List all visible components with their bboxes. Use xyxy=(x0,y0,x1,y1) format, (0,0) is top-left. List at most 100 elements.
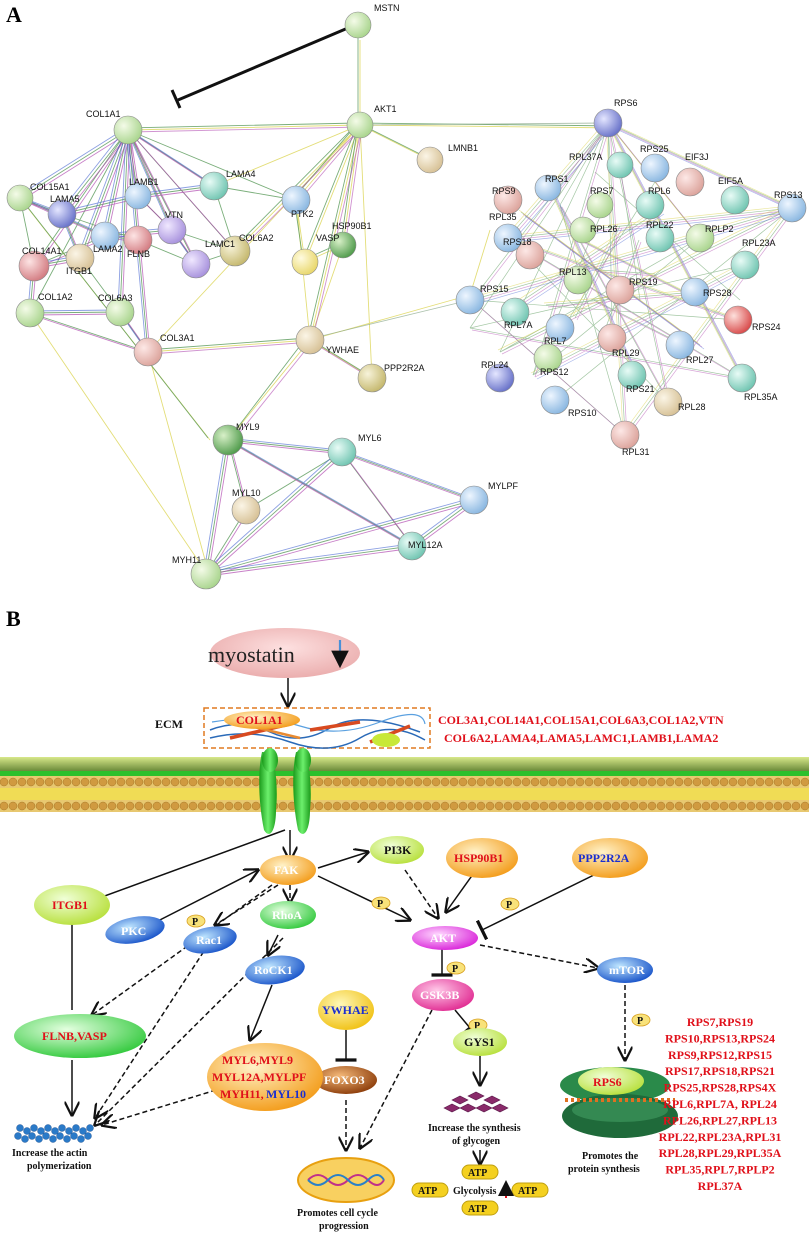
node-col14a1 xyxy=(18,250,50,282)
node-col6a3 xyxy=(105,297,135,327)
node-lmnb1 xyxy=(416,146,444,174)
node-pi3k xyxy=(370,836,424,864)
node-rhoa xyxy=(260,901,316,929)
node-rps15 xyxy=(455,285,485,315)
node-rps10 xyxy=(540,385,570,415)
node-col1a1 xyxy=(113,115,143,145)
node-lamb1 xyxy=(124,182,152,210)
label-flnb: FLNB xyxy=(127,249,150,259)
ribosomal-gene-line: RPS9,RPS12,RPS15 xyxy=(668,1048,772,1062)
label-rpl24: RPL24 xyxy=(481,360,509,370)
label-rpl7a: RPL7A xyxy=(504,320,533,330)
ecm-genes-line-1: COL3A1,COL14A1,COL15A1,COL6A3,COL1A2,VTN xyxy=(438,713,724,727)
label-lamb1: LAMB1 xyxy=(129,177,159,187)
node-rps6 xyxy=(578,1067,644,1095)
node-hsp90b1 xyxy=(329,231,357,259)
ribosomal-gene-line: RPS25,RPS28,RPS4X xyxy=(664,1081,777,1095)
actin-filament-icon xyxy=(14,1124,94,1143)
node-rpl29 xyxy=(597,323,627,353)
node-rps19 xyxy=(605,275,635,305)
gsk3b-label: GSK3B xyxy=(420,988,459,1002)
label-rpl35a: RPL35A xyxy=(744,392,778,402)
node-mstn xyxy=(344,11,372,39)
node-akt xyxy=(412,926,478,950)
label-vasp: VASP xyxy=(316,233,339,243)
node-rps12 xyxy=(533,343,563,373)
label-rpl29: RPL29 xyxy=(612,348,640,358)
node-itgb1 xyxy=(65,243,95,273)
caption-protein-2: protein synthesis xyxy=(568,1164,640,1175)
ribosomal-gene-line: RPL22,RPL23A,RPL31 xyxy=(659,1130,782,1144)
caption-protein-1: Promotes the xyxy=(582,1151,639,1162)
node-lama5 xyxy=(47,199,77,229)
hsp90b1-label: HSP90B1 xyxy=(454,851,503,865)
node-rpl7a xyxy=(500,297,530,327)
col1a1-label: COL1A1 xyxy=(236,713,283,727)
node-lama4 xyxy=(199,171,229,201)
label-rpl6: RPL6 xyxy=(648,186,671,196)
label-rpl31: RPL31 xyxy=(622,447,650,457)
rhoa-label: RhoA xyxy=(272,908,302,922)
cell-membrane xyxy=(0,757,809,812)
node-flnb xyxy=(123,225,153,255)
node-rpl26 xyxy=(569,216,597,244)
myl-line-1: MYL6,MYL9 xyxy=(222,1053,293,1067)
pathway-edges xyxy=(72,829,625,1150)
caption-glycogen-1: Increase the synthesis xyxy=(428,1123,521,1134)
label-col6a3: COL6A3 xyxy=(98,293,133,303)
network-node-labels: MSTN COL1A1 AKT1 LMNB1 COL15A1 LAMA5 LAM… xyxy=(22,3,803,565)
atp-label: ATP xyxy=(468,1168,487,1179)
label-rps1: RPS1 xyxy=(545,174,569,184)
label-rpl7: RPL7 xyxy=(544,336,567,346)
label-rps12: RPS12 xyxy=(540,367,569,377)
inhibition-bar xyxy=(170,89,182,109)
label-rps25: RPS25 xyxy=(640,144,669,154)
node-rpl27 xyxy=(665,330,695,360)
node-myl6 xyxy=(327,437,357,467)
ribosomal-gene-line: RPL37A xyxy=(698,1179,743,1193)
node-gys1 xyxy=(453,1028,507,1056)
node-gsk3b xyxy=(412,979,474,1011)
phospho-label: P xyxy=(192,917,198,928)
pkc-label: PKC xyxy=(121,924,146,938)
node-flnb-vasp xyxy=(14,1014,146,1058)
caption-actin-2: polymerization xyxy=(27,1161,92,1172)
mstn-inhibition-edge xyxy=(177,23,356,102)
label-col15a1: COL15A1 xyxy=(30,182,70,192)
node-rpl35a xyxy=(727,363,757,393)
node-pkc xyxy=(105,916,165,944)
label-col6a2: COL6A2 xyxy=(239,233,274,243)
atp-label: ATP xyxy=(468,1204,487,1215)
ribosomal-gene-line: RPL35,RPL7,RPLP2 xyxy=(665,1163,774,1177)
label-ptk2: PTK2 xyxy=(291,209,314,219)
dna-strand-2 xyxy=(307,1174,385,1186)
ecm-label: ECM xyxy=(155,717,183,731)
itgb1-label: ITGB1 xyxy=(52,898,88,912)
node-mylpf xyxy=(459,485,489,515)
label-rpl26: RPL26 xyxy=(590,224,618,234)
rock1-label: RoCK1 xyxy=(254,963,293,977)
node-vtn xyxy=(157,215,187,245)
ribosomal-gene-line: RPS7,RPS19 xyxy=(687,1015,753,1029)
node-lama2 xyxy=(90,221,120,251)
foxo3-label: FOXO3 xyxy=(324,1073,365,1087)
node-ywhae xyxy=(318,990,374,1030)
label-myl6: MYL6 xyxy=(358,433,382,443)
caption-cycle-2: progression xyxy=(319,1221,369,1232)
label-col1a2: COL1A2 xyxy=(38,292,73,302)
node-rps25 xyxy=(640,153,670,183)
label-rplp2: RPLP2 xyxy=(705,224,734,234)
node-myh11 xyxy=(190,558,222,590)
myl-line-3-red: MYH11, xyxy=(220,1087,264,1101)
node-myl9 xyxy=(212,424,244,456)
atp-label: ATP xyxy=(518,1186,537,1197)
fak-label: FAK xyxy=(274,863,299,877)
node-myl12a xyxy=(397,531,427,561)
label-rpl28: RPL28 xyxy=(678,402,706,412)
label-rps7: RPS7 xyxy=(590,186,614,196)
ecm-protein-icon xyxy=(372,733,400,747)
label-rpl37a: RPL37A xyxy=(569,152,603,162)
node-rpl31 xyxy=(610,420,640,450)
ywhae-label: YWHAE xyxy=(322,1003,369,1017)
